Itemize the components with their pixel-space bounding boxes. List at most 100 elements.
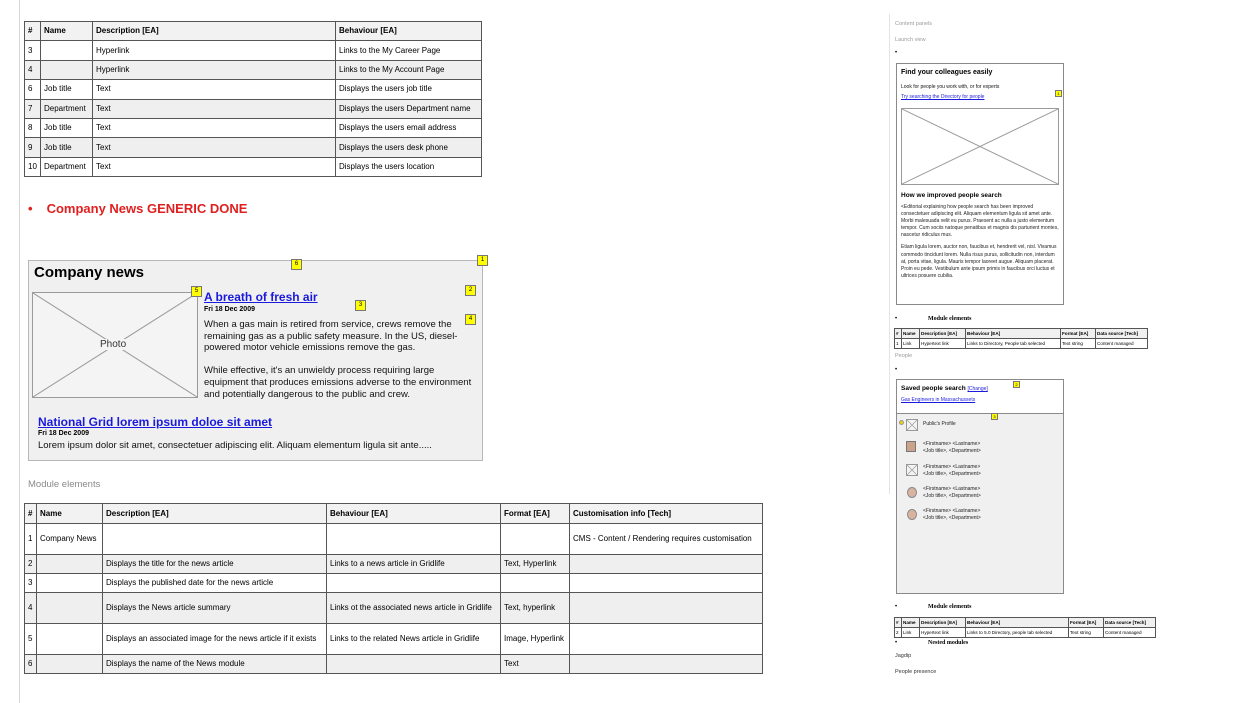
column-header: Format [EA] <box>1060 328 1096 339</box>
table-cell: Text <box>92 79 336 100</box>
table-cell <box>40 59 93 81</box>
annotation-marker-3: 3 <box>355 300 366 311</box>
saved-people-search-panel: Saved people search [Change] Gas Enginee… <box>896 379 1064 594</box>
column-header: Description [EA] <box>919 617 966 628</box>
table-row: 3 Displays the published date for the new… <box>24 573 763 593</box>
table-cell: 3 <box>24 573 37 593</box>
table-cell: Hyperlink <box>92 59 336 81</box>
annotation-marker-1: 1 <box>1055 90 1062 97</box>
directory-search-link[interactable]: Try searching the Directory for people <box>901 94 985 100</box>
column-header: # <box>894 328 902 339</box>
person-entry[interactable]: <Firstname> <Lastname> <Job title>, <Dep… <box>923 508 981 522</box>
table-cell: 1 <box>894 338 902 349</box>
article-1-title-link[interactable]: A breath of fresh air <box>204 290 318 304</box>
table-cell: Text <box>92 156 336 178</box>
person-entry[interactable]: <Firstname> <Lastname> <Job title>, <Dep… <box>923 441 981 455</box>
table-cell: 4 <box>24 59 41 81</box>
column-header: Data source [Tech] <box>1103 617 1156 628</box>
table-header-row: # Name Description [EA] Behaviour [EA] F… <box>24 503 763 524</box>
table-cell: Links to the related News article in Gri… <box>326 623 501 655</box>
table-cell: Displays the published date for the news… <box>102 573 327 593</box>
table-header-row: # Name Description [EA] Behaviour [EA] F… <box>894 617 1156 628</box>
placeholder-cross <box>907 420 917 430</box>
table-cell: Company News <box>36 523 103 555</box>
table-cell <box>326 573 501 593</box>
saved-search-title: Saved people search [Change] <box>901 385 988 392</box>
table-cell <box>36 573 103 593</box>
table-cell: Link <box>901 627 920 638</box>
table-cell: Displays the users email address <box>335 117 482 139</box>
table-cell: Job title <box>40 137 93 158</box>
news-photo-placeholder[interactable]: Photo <box>32 292 198 398</box>
table-cell <box>40 40 93 61</box>
module-elements-caption: Module elements <box>28 479 101 490</box>
table-cell <box>569 592 763 624</box>
bullet-mark: • <box>895 367 898 373</box>
table-cell: Links ot the associated news article in … <box>326 592 501 624</box>
person-avatar[interactable] <box>906 441 916 452</box>
table-cell: 9 <box>24 137 41 158</box>
find-colleagues-subtitle: Look for people you work with, or for ex… <box>901 84 1000 90</box>
annotation-marker-5: 5 <box>191 286 202 297</box>
article-1-paragraph-1: When a gas main is retired from service,… <box>204 319 458 354</box>
table-cell: Text string <box>1060 338 1096 349</box>
saved-search-link[interactable]: Gas Engineers in Massachussets <box>901 397 976 403</box>
table-cell: Hypertext link <box>919 627 966 638</box>
table-cell <box>36 554 103 574</box>
profile-placeholder-icon[interactable] <box>906 419 918 431</box>
column-header: Description [EA] <box>919 328 966 339</box>
column-header: Behaviour [EA] <box>335 20 482 42</box>
company-news-elements-table: # Name Description [EA] Behaviour [EA] F… <box>24 503 763 674</box>
column-header: Name <box>901 328 920 339</box>
article-2-title-link[interactable]: National Grid lorem ipsum doloe sit amet <box>38 415 273 429</box>
person-role: <Job title>, <Department> <box>923 471 981 477</box>
column-header: Customisation info [Tech] <box>569 503 763 524</box>
page-left-rule <box>19 0 20 703</box>
table-cell: Department <box>40 98 93 119</box>
person-avatar[interactable] <box>907 487 917 498</box>
table-cell: Department <box>40 156 93 178</box>
column-header: # <box>24 503 37 524</box>
photo-label: Photo <box>100 339 127 350</box>
person-name: <Firstname> <Lastname> <box>923 486 981 492</box>
table-row: 2 Link Hypertext link Links to 5.0 Direc… <box>894 627 1156 638</box>
person-avatar[interactable] <box>907 509 917 520</box>
bullet-mark: • <box>895 604 898 610</box>
change-link[interactable]: [Change] <box>967 386 988 392</box>
saved-search-elements-table: # Name Description [EA] Behaviour [EA] F… <box>894 617 1156 638</box>
company-news-title: Company news <box>34 264 145 281</box>
table-cell: Text <box>92 137 336 158</box>
table-cell: 6 <box>24 79 41 100</box>
person-role: <Job title>, <Department> <box>923 448 981 454</box>
article-1-summary: When a gas main is retired from service,… <box>204 319 474 400</box>
person-entry[interactable]: <Firstname> <Lastname> <Job title>, <Dep… <box>923 464 981 478</box>
table-cell: Displays the name of the News module <box>102 654 327 674</box>
table-cell: 3 <box>24 40 41 61</box>
person-entry[interactable]: <Firstname> <Lastname> <Job title>, <Dep… <box>923 486 981 500</box>
column-header: Behaviour [EA] <box>965 328 1061 339</box>
column-header: Description [EA] <box>102 503 327 524</box>
table-cell: 6 <box>24 654 37 674</box>
panel-image-placeholder <box>901 108 1059 185</box>
table-cell <box>569 554 763 574</box>
table-cell <box>326 654 501 674</box>
table-cell <box>36 654 103 674</box>
person-name: <Firstname> <Lastname> <box>923 464 981 470</box>
table-cell <box>36 623 103 655</box>
table-cell: 2 <box>894 627 902 638</box>
person-avatar-placeholder[interactable] <box>906 464 918 476</box>
table-cell: CMS - Content / Rendering requires custo… <box>569 523 763 555</box>
table-cell <box>569 654 763 674</box>
table-cell: Displays the users job title <box>335 79 482 100</box>
table-cell: Links to 5.0 Directory, people tab selec… <box>965 627 1069 638</box>
person-name: <Firstname> <Lastname> <box>923 441 981 447</box>
table-cell: Displays the users location <box>335 156 482 178</box>
bullet-mark: • <box>28 201 33 216</box>
